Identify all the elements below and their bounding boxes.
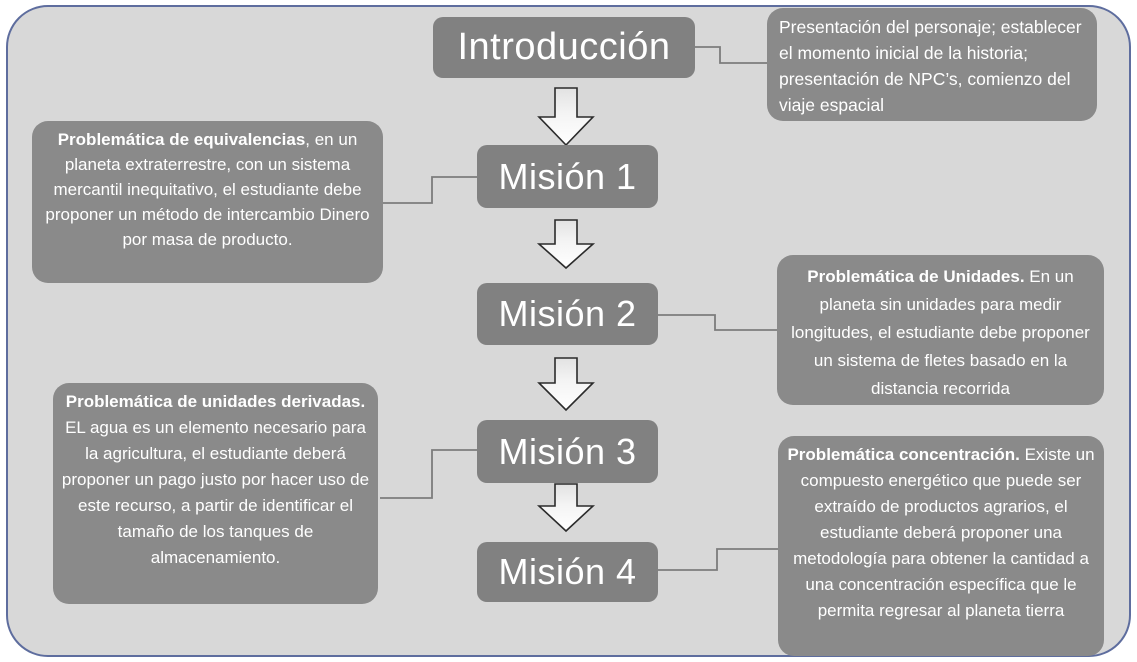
note-mision-3: Problemática de unidades derivadas. EL a… (53, 383, 378, 604)
note-mision-4-text: Existe un compuesto energético que puede… (793, 445, 1095, 620)
node-mision-4: Misión 4 (477, 542, 658, 602)
note-mision-4-title: Problemática concentración. (787, 445, 1020, 464)
note-mision-2-title: Problemática de Unidades. (807, 267, 1025, 286)
node-mision-4-label: Misión 4 (498, 551, 637, 592)
note-mision-1-text: , en un planeta extraterrestre, con un s… (45, 130, 370, 249)
note-mision-1-title: Problemática de equivalencias (57, 130, 306, 149)
node-mision-3: Misión 3 (477, 420, 658, 483)
note-mision-4: Problemática concentración. Existe un co… (778, 436, 1104, 656)
node-mision-2-label: Misión 2 (498, 293, 637, 334)
note-mision-2-text: En un planeta sin unidades para medir lo… (791, 267, 1090, 398)
node-mision-1: Misión 1 (477, 145, 658, 208)
node-mision-2: Misión 2 (477, 283, 658, 345)
node-introduccion-label: Introducción (457, 26, 671, 68)
note-mision-2: Problemática de Unidades. En un planeta … (777, 255, 1104, 405)
node-mision-1-label: Misión 1 (498, 155, 637, 197)
note-mision-3-text: EL agua es un elemento necesario para la… (61, 418, 370, 567)
node-introduccion: Introducción (433, 17, 695, 78)
node-mision-3-label: Misión 3 (498, 430, 637, 472)
note-mision-3-title: Problemática de unidades derivadas. (65, 392, 366, 411)
note-mision-1: Problemática de equivalencias, en un pla… (32, 121, 383, 283)
note-introduccion-text: Presentación del personaje; establecer e… (779, 17, 1082, 115)
note-introduccion: Presentación del personaje; establecer e… (767, 8, 1097, 121)
